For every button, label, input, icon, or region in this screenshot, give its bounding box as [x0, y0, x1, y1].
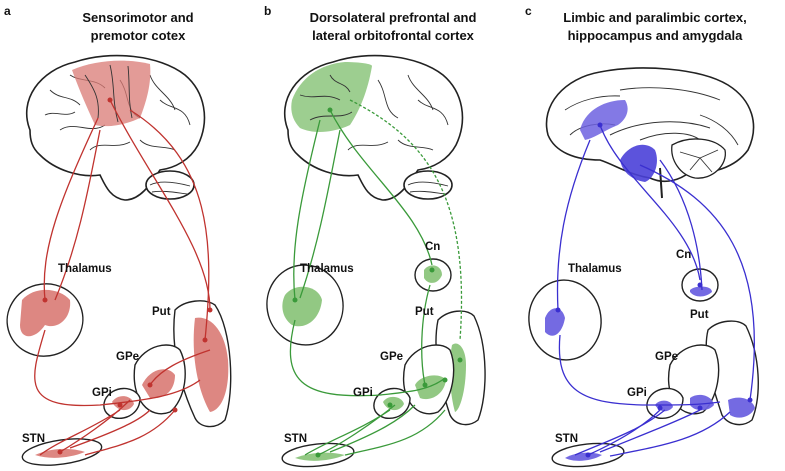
- panel-b-caudate-fill: [424, 265, 442, 283]
- panel-c-caudate-fill: [690, 286, 712, 297]
- panel-c-putamen-fill: [728, 397, 755, 418]
- panel-c-title-line2: hippocampus and amygdala: [568, 28, 744, 43]
- panel-c-put-label: Put: [690, 309, 709, 321]
- panel-c-thalamus-fill: [545, 308, 565, 336]
- panel-b-cn-label: Cn: [425, 241, 440, 253]
- panel-a-gpe-fill: [142, 369, 175, 399]
- panel-b: b Dorsolateral prefrontal and lateral or…: [264, 4, 486, 468]
- panel-b-thalamus-label: Thalamus: [300, 263, 354, 275]
- panel-c-gpe-fill: [690, 394, 714, 411]
- panel-a-thalamus-fill: [20, 289, 71, 337]
- panel-a-gpi-fill: [112, 396, 134, 411]
- panel-c-gpi-label: GPi: [627, 387, 647, 399]
- panel-c-title-line1: Limbic and paralimbic cortex,: [563, 10, 747, 25]
- panel-b-stn-label: STN: [284, 433, 307, 445]
- panel-b-title-line1: Dorsolateral prefrontal and: [310, 10, 477, 25]
- panel-b-title-line2: lateral orbitofrontal cortex: [312, 28, 475, 43]
- panel-b-nodes: [292, 107, 463, 458]
- panel-a-putamen-fill: [193, 317, 229, 412]
- panel-c-pathways: [556, 124, 756, 457]
- panel-c-cn-label: Cn: [676, 249, 691, 261]
- panel-a-title-line1: Sensorimotor and: [82, 10, 193, 25]
- panel-a-nodes: [42, 97, 213, 455]
- panel-c-brain-medial: [545, 67, 755, 199]
- panel-a-gpe-label: GPe: [116, 351, 139, 363]
- panel-a-letter: a: [4, 4, 11, 18]
- panel-b-gpe-fill: [415, 375, 446, 400]
- panel-c-nodes: [555, 122, 753, 458]
- panel-a-pathways: [34, 99, 211, 456]
- panel-b-gpi-fill: [383, 396, 404, 411]
- panel-b-cerebellum: [403, 170, 453, 200]
- panel-a-thalamus-label: Thalamus: [58, 263, 112, 275]
- panel-c: c Limbic and paralimbic cortex, hippocam…: [525, 4, 759, 468]
- panel-b-stn-fill: [295, 452, 345, 461]
- panel-c-thalamus: [528, 279, 602, 361]
- panel-b-brain: [283, 54, 464, 201]
- panel-b-letter: b: [264, 4, 271, 18]
- panel-c-stn-label: STN: [555, 433, 578, 445]
- panel-a-put-label: Put: [152, 306, 171, 318]
- panel-b-put-label: Put: [415, 306, 434, 318]
- panel-c-stn-fill: [565, 452, 602, 461]
- panel-b-thalamus-fill: [282, 286, 322, 327]
- panel-b-gpe-label: GPe: [380, 351, 403, 363]
- panel-a-stn-label: STN: [22, 433, 45, 445]
- panel-c-letter: c: [525, 4, 532, 18]
- panel-c-cingulate-highlight: [580, 100, 628, 140]
- panel-c-gpe-label: GPe: [655, 351, 678, 363]
- panel-c-cerebellum-medial: [671, 138, 726, 179]
- panel-a-gpi-label: GPi: [92, 387, 112, 399]
- panel-c-thalamus-label: Thalamus: [568, 263, 622, 275]
- panel-a-title-line2: premotor cotex: [91, 28, 186, 43]
- panel-b-pathways: [289, 99, 463, 456]
- panel-a: a Sensorimotor and premotor cotex: [4, 4, 232, 466]
- panel-a-brain: [25, 54, 206, 201]
- panel-b-gpi-label: GPi: [353, 387, 373, 399]
